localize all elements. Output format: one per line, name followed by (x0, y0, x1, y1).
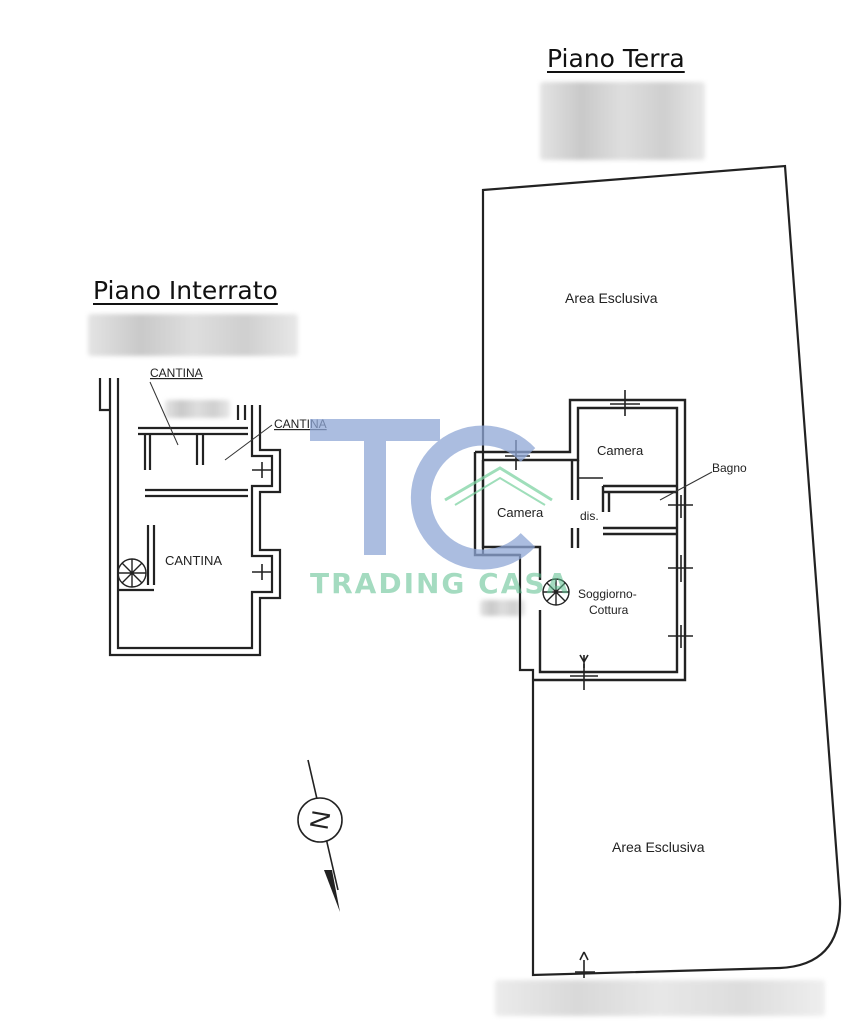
redacted-basement-label (165, 400, 230, 418)
logo-roof-icon (444, 466, 553, 502)
north-compass (297, 759, 343, 912)
redacted-bottom-footer (495, 980, 825, 1016)
redacted-basement-subtitle (88, 314, 298, 356)
label-camera-left: Camera (497, 505, 544, 520)
basement-floor-title: Piano Interrato (93, 276, 278, 305)
redacted-ground-label (480, 600, 525, 616)
redacted-ground-subtitle (540, 82, 705, 160)
label-soggiorno: Soggiorno- (578, 587, 637, 601)
label-bagno: Bagno (712, 461, 747, 475)
compass-letter: N (304, 808, 337, 832)
north-arrow-icon (324, 870, 340, 912)
basement-plan (98, 378, 282, 657)
ground-spiral-stair (542, 578, 570, 606)
label-camera-top: Camera (597, 443, 644, 458)
logo-letter-c (410, 425, 536, 570)
label-dis: dis. (580, 509, 599, 523)
label-cantina-top-left: CANTINA (150, 366, 203, 380)
watermark-brand-text: TRADING CASA (310, 567, 571, 600)
label-cottura: Cottura (589, 603, 629, 617)
ground-plot-boundary (481, 164, 842, 977)
label-area-esclusiva-top: Area Esclusiva (565, 290, 658, 306)
label-cantina-main: CANTINA (165, 553, 222, 568)
basement-spiral-stair (117, 558, 147, 588)
basement-leaders (149, 381, 273, 461)
watermark-logo (310, 419, 553, 570)
logo-letter-t (310, 419, 440, 555)
bagno-leader (659, 471, 713, 501)
label-area-esclusiva-bottom: Area Esclusiva (612, 839, 705, 855)
ground-floor-title: Piano Terra (547, 44, 685, 73)
